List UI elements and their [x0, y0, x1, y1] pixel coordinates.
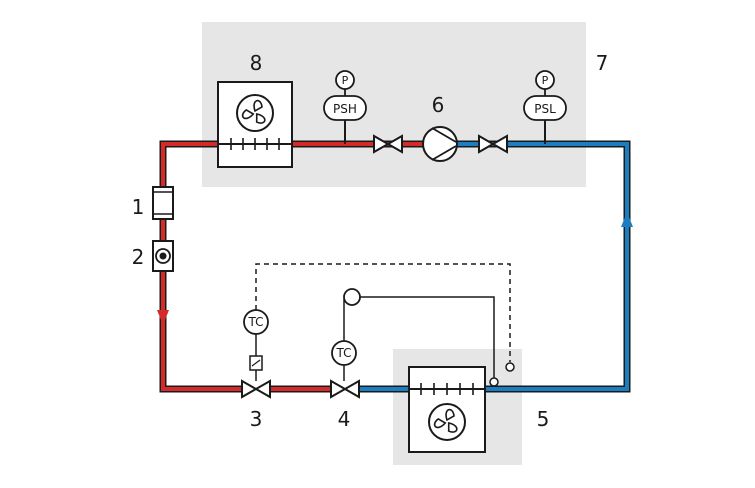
- psh-p-label: P: [342, 74, 349, 87]
- sensor-bulb-icon: [505, 362, 515, 372]
- label-2: 2: [132, 245, 145, 269]
- expansion-valve-icon: [330, 379, 360, 399]
- evaporator-fan-coil: [408, 366, 486, 453]
- equalizer-line: [352, 296, 495, 378]
- label-1: 1: [132, 195, 145, 219]
- condenser-fan-icon: [236, 94, 274, 132]
- evaporator-fan-icon: [428, 403, 466, 441]
- tc-left-label: TC: [247, 315, 263, 329]
- label-8: 8: [250, 51, 263, 75]
- temperature-controller-right: TC: [331, 340, 357, 381]
- low-pressure-switch: P PSL: [523, 70, 567, 144]
- condenser-fan-coil: [217, 81, 293, 168]
- label-3: 3: [250, 407, 263, 431]
- label-5: 5: [537, 407, 550, 431]
- psl-p-label: P: [542, 74, 549, 87]
- tc-right-label: TC: [335, 346, 351, 360]
- compressor-icon: [422, 126, 458, 162]
- flow-arrow-down-icon: [157, 310, 169, 325]
- sensor-signal-line: [255, 263, 511, 362]
- suction-valve-icon: [478, 134, 508, 154]
- check-valve-icon: [152, 240, 174, 272]
- discharge-valve-icon: [373, 134, 403, 154]
- cold-refrigerant-line-fill: [360, 142, 629, 391]
- temperature-controller-left: TC: [243, 309, 269, 381]
- solenoid-valve-icon: [241, 379, 271, 399]
- high-pressure-switch: P PSH: [323, 70, 367, 144]
- expansion-bulb-icon: [343, 288, 361, 306]
- equalizer-port-icon: [489, 377, 499, 387]
- label-4: 4: [338, 407, 351, 431]
- label-7: 7: [596, 51, 609, 75]
- label-6: 6: [432, 93, 445, 117]
- psh-label: PSH: [333, 102, 357, 116]
- psl-label: PSL: [534, 102, 556, 116]
- flow-arrow-up-icon: [621, 212, 633, 227]
- sight-glass-icon: [152, 186, 174, 220]
